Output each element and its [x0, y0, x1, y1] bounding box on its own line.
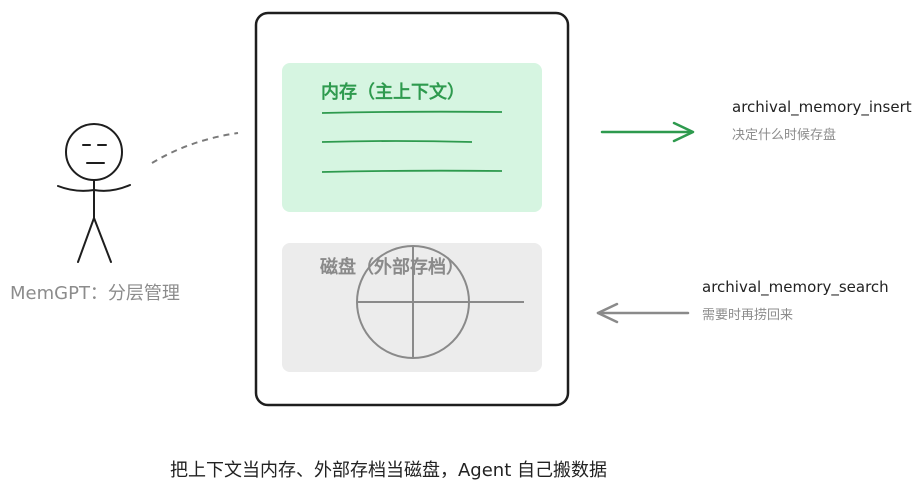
memory-line-2 [321, 140, 473, 143]
figure-leg-left [77, 217, 95, 263]
insert-function-description: 决定什么时候存盘 [732, 128, 837, 143]
figure-head [65, 123, 123, 181]
connector-dashed-line [151, 132, 239, 164]
figure-leg-right [93, 217, 112, 263]
figure-arms [57, 184, 131, 192]
disk-icon [356, 245, 524, 359]
footer-caption: 把上下文当内存、外部存档当磁盘，Agent 自己搬数据 [170, 460, 607, 481]
insert-arrow-icon [600, 121, 695, 143]
memory-line-1 [321, 110, 503, 114]
search-arrow-icon [596, 302, 690, 324]
search-function-description: 需要时再捞回来 [702, 308, 794, 323]
device-outline [254, 11, 570, 407]
memory-panel [282, 63, 542, 212]
stick-figure-icon [57, 123, 131, 263]
insert-function-name: archival_memory_insert [732, 98, 912, 116]
memory-title: 内存（主上下文） [321, 82, 465, 103]
search-function-name: archival_memory_search [702, 278, 889, 296]
memory-line-3 [321, 169, 503, 173]
disk-title: 磁盘（外部存档） [320, 257, 464, 278]
figure-caption: MemGPT：分层管理 [10, 283, 180, 304]
